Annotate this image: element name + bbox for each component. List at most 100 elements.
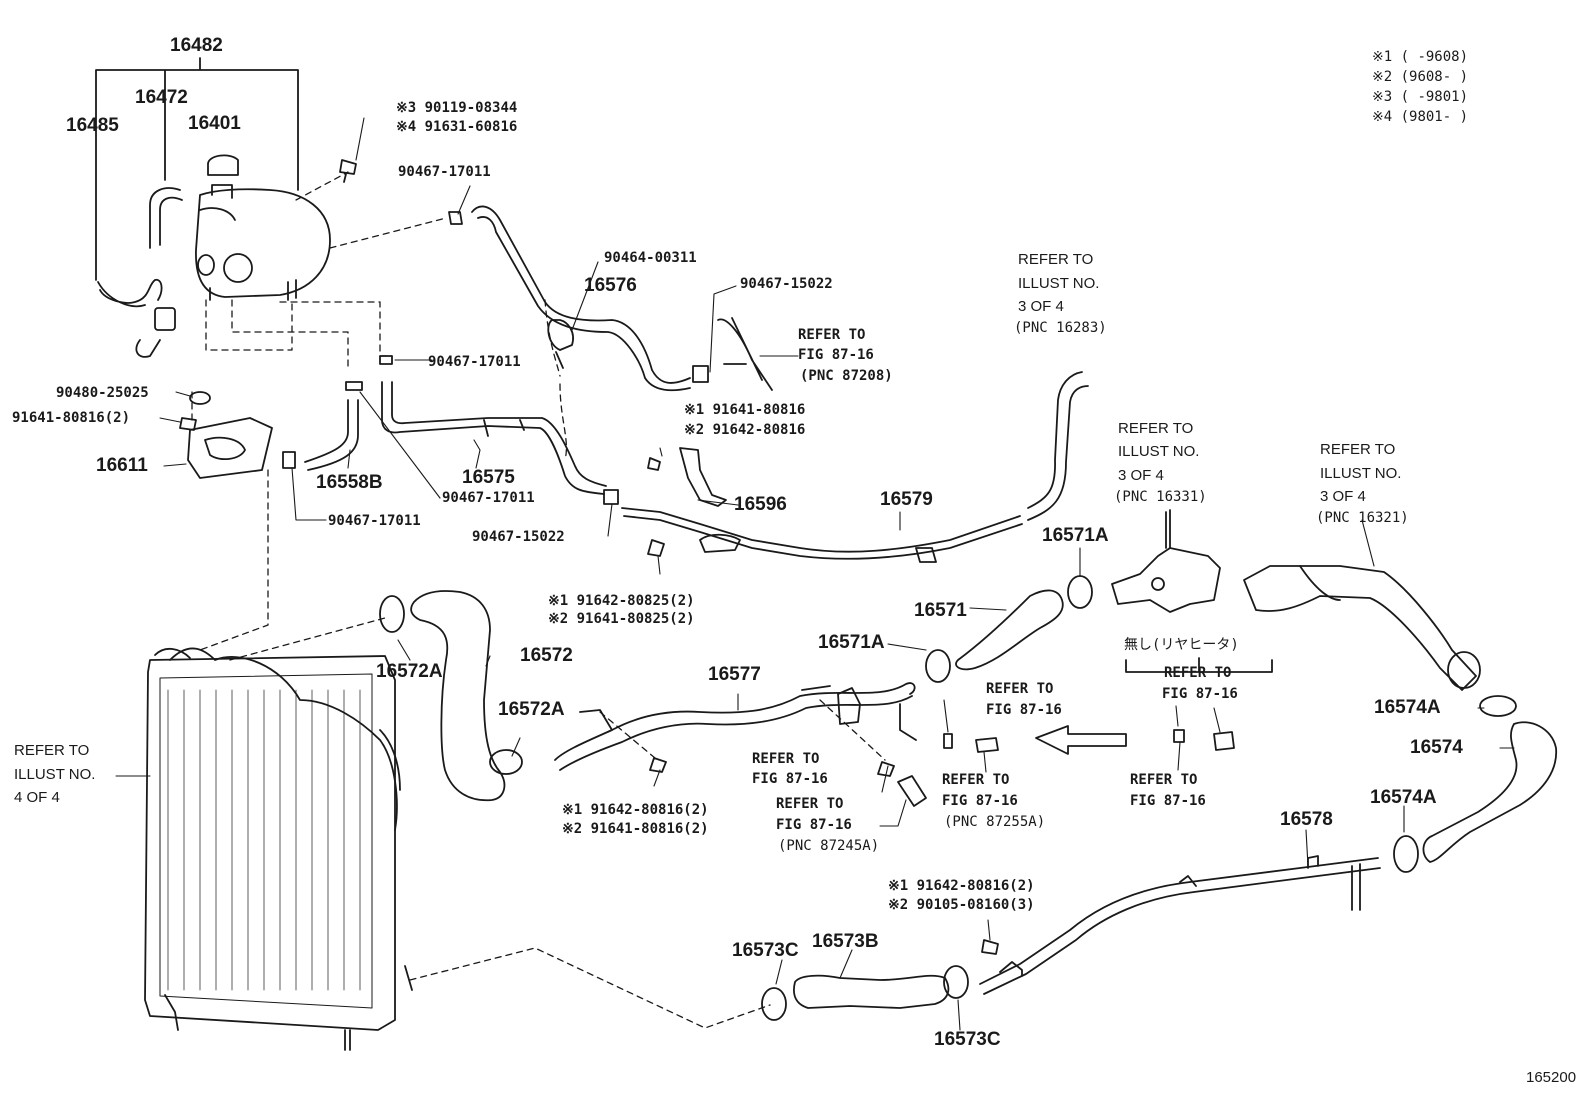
cap-bolt <box>339 159 357 183</box>
part-number-clip-17011-mid: 90467-17011 <box>428 354 521 370</box>
hose-16573b <box>793 974 950 1009</box>
hose-16558b <box>304 399 359 471</box>
part-number-pipe-bolt-2: ※2 90105-08160(3) <box>888 897 1035 913</box>
ref-87245a-line-1: REFER TO <box>776 796 844 812</box>
part-number-bolt-80825-2: ※2 91641-80825(2) <box>548 611 695 627</box>
clamps-16574a <box>1393 695 1517 873</box>
part-number-clamp-00311: 90464-00311 <box>604 250 697 266</box>
ref-87255a-line-3: (PNC 87255A) <box>944 814 1046 830</box>
legend-line-4: ※4 (9801- ) <box>1372 109 1469 125</box>
hose-16575 <box>381 381 607 495</box>
hose-16574 <box>1422 721 1557 863</box>
ref-radiator-line-1: REFER TO <box>14 742 90 759</box>
part-label-16472: 16472 <box>135 87 188 108</box>
water-outlet-16321 <box>1243 565 1481 691</box>
ref-16321-line-1: REFER TO <box>1320 441 1396 458</box>
hose-16571 <box>955 589 1064 671</box>
ref-87208-line-3: (PNC 87208) <box>800 368 893 384</box>
hose-16576 <box>471 205 691 392</box>
ref-87208-line-1: REFER TO <box>798 327 866 343</box>
ref-16283-line-1: REFER TO <box>1018 251 1094 268</box>
part-label-16558b: 16558B <box>316 472 383 493</box>
part-label-16574a-top: 16574A <box>1374 697 1441 718</box>
ref-16283-line-3: 3 OF 4 <box>1018 298 1064 315</box>
reservoir-tank-drawing <box>95 57 331 358</box>
ref-fig-b-line-1: REFER TO <box>752 751 820 767</box>
ref-16283-line-4: (PNC 16283) <box>1014 320 1107 336</box>
pipe-16577-brackets <box>579 685 917 741</box>
ref-87255a-line-2: FIG 87-16 <box>942 793 1018 809</box>
ref-fig-b-line-2: FIG 87-16 <box>752 771 828 787</box>
ref-radiator-line-2: ILLUST NO. <box>14 766 96 783</box>
dashed-leaders <box>191 171 886 1029</box>
figure-id: 165200 <box>1526 1069 1577 1086</box>
pipe-16579 <box>621 507 1023 560</box>
part-number-clip-17011-c: 90467-17011 <box>328 513 421 529</box>
part-number-clip-15022-low: 90467-15022 <box>472 529 565 545</box>
part-number-bracket-bolt-2: ※2 91642-80816 <box>684 422 806 438</box>
part-label-16573c-left: 16573C <box>732 940 799 961</box>
part-number-cap-bolt-4: ※4 91631-60816 <box>396 119 518 135</box>
ref-fig-c-line-1: REFER TO <box>1130 772 1198 788</box>
hose-16572 <box>410 590 506 802</box>
legend-line-1: ※1 ( -9608) <box>1372 49 1469 65</box>
pipe-16578-brackets <box>999 855 1361 977</box>
part-label-16485: 16485 <box>66 115 119 136</box>
bracket-16596 <box>647 447 727 557</box>
part-number-grommet-25025: 90480-25025 <box>56 385 149 401</box>
ref-fig-c-line-2: FIG 87-16 <box>1130 793 1206 809</box>
ref-radiator-line-3: 4 OF 4 <box>14 789 60 806</box>
ref-16283-line-2: ILLUST NO. <box>1018 275 1100 292</box>
part-label-16573b: 16573B <box>812 931 879 952</box>
pipe-bolt <box>981 939 999 955</box>
ref-fig-d-line-1: REFER TO <box>1164 665 1232 681</box>
pipe-16579-fittings <box>699 533 937 563</box>
part-number-bolt-80816-low-2: ※2 91641-80816(2) <box>562 821 709 837</box>
part-label-16579: 16579 <box>880 489 933 510</box>
bracket-16611 <box>179 391 273 479</box>
part-number-bolt-80816-2: 91641-80816(2) <box>12 410 131 426</box>
ref-fig-d-line-2: FIG 87-16 <box>1162 686 1238 702</box>
part-label-16571a-mid: 16571A <box>818 632 885 653</box>
part-label-16571a-top: 16571A <box>1042 525 1109 546</box>
part-number-bolt-80825-1: ※1 91642-80825(2) <box>548 593 695 609</box>
part-number-cap-bolt-3: ※3 90119-08344 <box>396 100 518 116</box>
part-label-16611: 16611 <box>96 455 148 476</box>
ref-16331-line-1: REFER TO <box>1118 420 1194 437</box>
part-number-bracket-bolt-1: ※1 91641-80816 <box>684 402 806 418</box>
part-number-bolt-80816-low-1: ※1 91642-80816(2) <box>562 802 709 818</box>
part-label-16575: 16575 <box>462 467 515 488</box>
radiator <box>144 647 413 1051</box>
ref-87245a-line-2: FIG 87-16 <box>776 817 852 833</box>
part-label-16572a-top: 16572A <box>376 661 443 682</box>
part-label-16572: 16572 <box>520 645 573 666</box>
ref-fig-a-line-1: REFER TO <box>986 681 1054 697</box>
part-label-16576: 16576 <box>584 275 637 296</box>
clamps-16573c <box>761 965 969 1021</box>
ref-87208-line-2: FIG 87-16 <box>798 347 874 363</box>
ref-87245a-line-3: (PNC 87245A) <box>778 838 880 854</box>
legend-line-2: ※2 (9608- ) <box>1372 69 1469 85</box>
clamps-16571a <box>925 575 1093 683</box>
legend-line-3: ※3 ( -9801) <box>1372 89 1469 105</box>
part-label-16482: 16482 <box>170 35 223 56</box>
pipe-16578 <box>979 857 1381 995</box>
part-label-16573c-right: 16573C <box>934 1029 1001 1050</box>
note-no-rear-heater: 無し(リヤヒータ) <box>1124 637 1239 653</box>
part-number-clip-15022-top: 90467-15022 <box>740 276 833 292</box>
clamps-16572a <box>379 595 523 775</box>
ref-16321-line-2: ILLUST NO. <box>1320 465 1402 482</box>
ref-16321-line-4: (PNC 16321) <box>1316 510 1409 526</box>
part-label-16571: 16571 <box>914 600 967 621</box>
part-number-clip-17011-top: 90467-17011 <box>398 164 491 180</box>
part-label-16401: 16401 <box>188 113 241 134</box>
part-label-16574: 16574 <box>1410 737 1463 758</box>
part-label-16574a-low: 16574A <box>1370 787 1437 808</box>
part-number-pipe-bolt-1: ※1 91642-80816(2) <box>888 878 1035 894</box>
part-number-clip-17011-b: 90467-17011 <box>442 490 535 506</box>
ref-16331-line-4: (PNC 16331) <box>1114 489 1207 505</box>
hose-16283 <box>1027 371 1089 521</box>
part-label-16578: 16578 <box>1280 809 1333 830</box>
part-label-16596: 16596 <box>734 494 787 515</box>
